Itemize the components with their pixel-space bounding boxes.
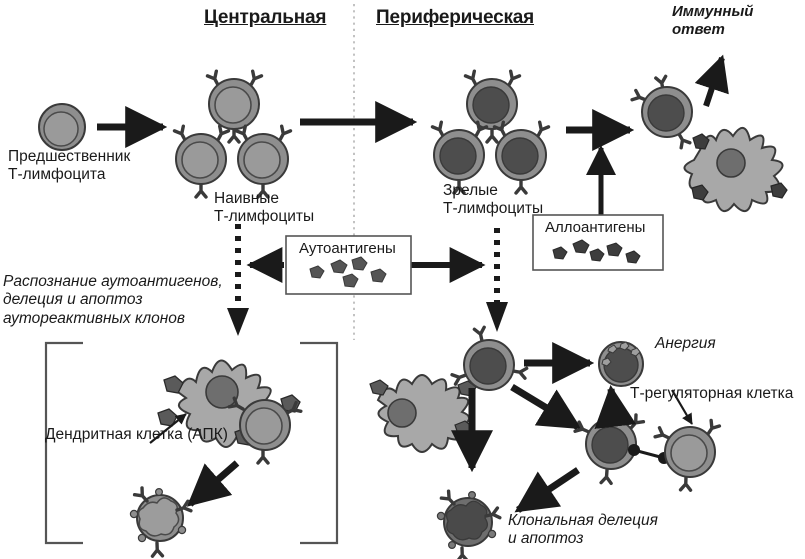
dotted-arrowhead-central: [227, 308, 249, 336]
label-clonal-deletion: Клональная делеция и апоптоз: [508, 512, 658, 548]
bracket-central-panel: [44, 341, 339, 545]
label-anergy: Анергия: [655, 335, 716, 352]
arrow-treg-to-apoptosis: [514, 467, 580, 513]
cell-activated: [630, 74, 693, 150]
cell-apoptotic-right: [436, 489, 502, 559]
arrow-treg-to-anergy: [594, 384, 637, 429]
arrow-pointer-dendritic: [149, 413, 187, 444]
label-precursor: Предшественник Т-лимфоцита: [8, 148, 131, 184]
cell-dendritic-peripheral: [369, 374, 477, 453]
header-central: Центральная: [204, 7, 327, 28]
cell-apoptotic-left: [129, 486, 193, 558]
arrow-immune-response: [694, 54, 729, 107]
label-treg: Т-регуляторная клетка: [630, 385, 794, 402]
arrow-pointer-treg: [671, 389, 693, 425]
label-recognition: Распознание аутоантигенов, делеция и апо…: [3, 273, 223, 327]
cell-precursor: [38, 103, 86, 151]
antigen-pentagons-auto: [309, 256, 387, 288]
label-autoantigens: Аутоантигены: [299, 240, 396, 257]
arrow-to-treg: [510, 384, 582, 430]
label-alloantigens: Аллоантигены: [545, 219, 646, 236]
treg-contact-line: [628, 444, 670, 464]
cell-peripheral-tcell: [450, 325, 529, 391]
cell-anergic: [598, 341, 644, 387]
dotted-arrowhead-peripheral: [486, 302, 508, 332]
cell-group-naive: [172, 69, 293, 199]
label-dendritic: Дендритная клетка (АПК): [45, 426, 228, 443]
antigen-pentagons-allo: [552, 239, 641, 264]
label-mature: Зрелые Т-лимфоциты: [443, 182, 544, 218]
label-naive: Наивные Т-лимфоциты: [214, 190, 315, 226]
arrow-to-apoptosis-left: [186, 460, 240, 507]
label-immune-response: Иммунный ответ: [672, 3, 754, 38]
cell-dendritic-top: [683, 127, 788, 212]
cell-group-mature: [430, 69, 551, 195]
header-peripheral: Периферическая: [376, 7, 535, 28]
cell-treg-partner: [573, 413, 646, 486]
cell-treg: [653, 418, 722, 492]
